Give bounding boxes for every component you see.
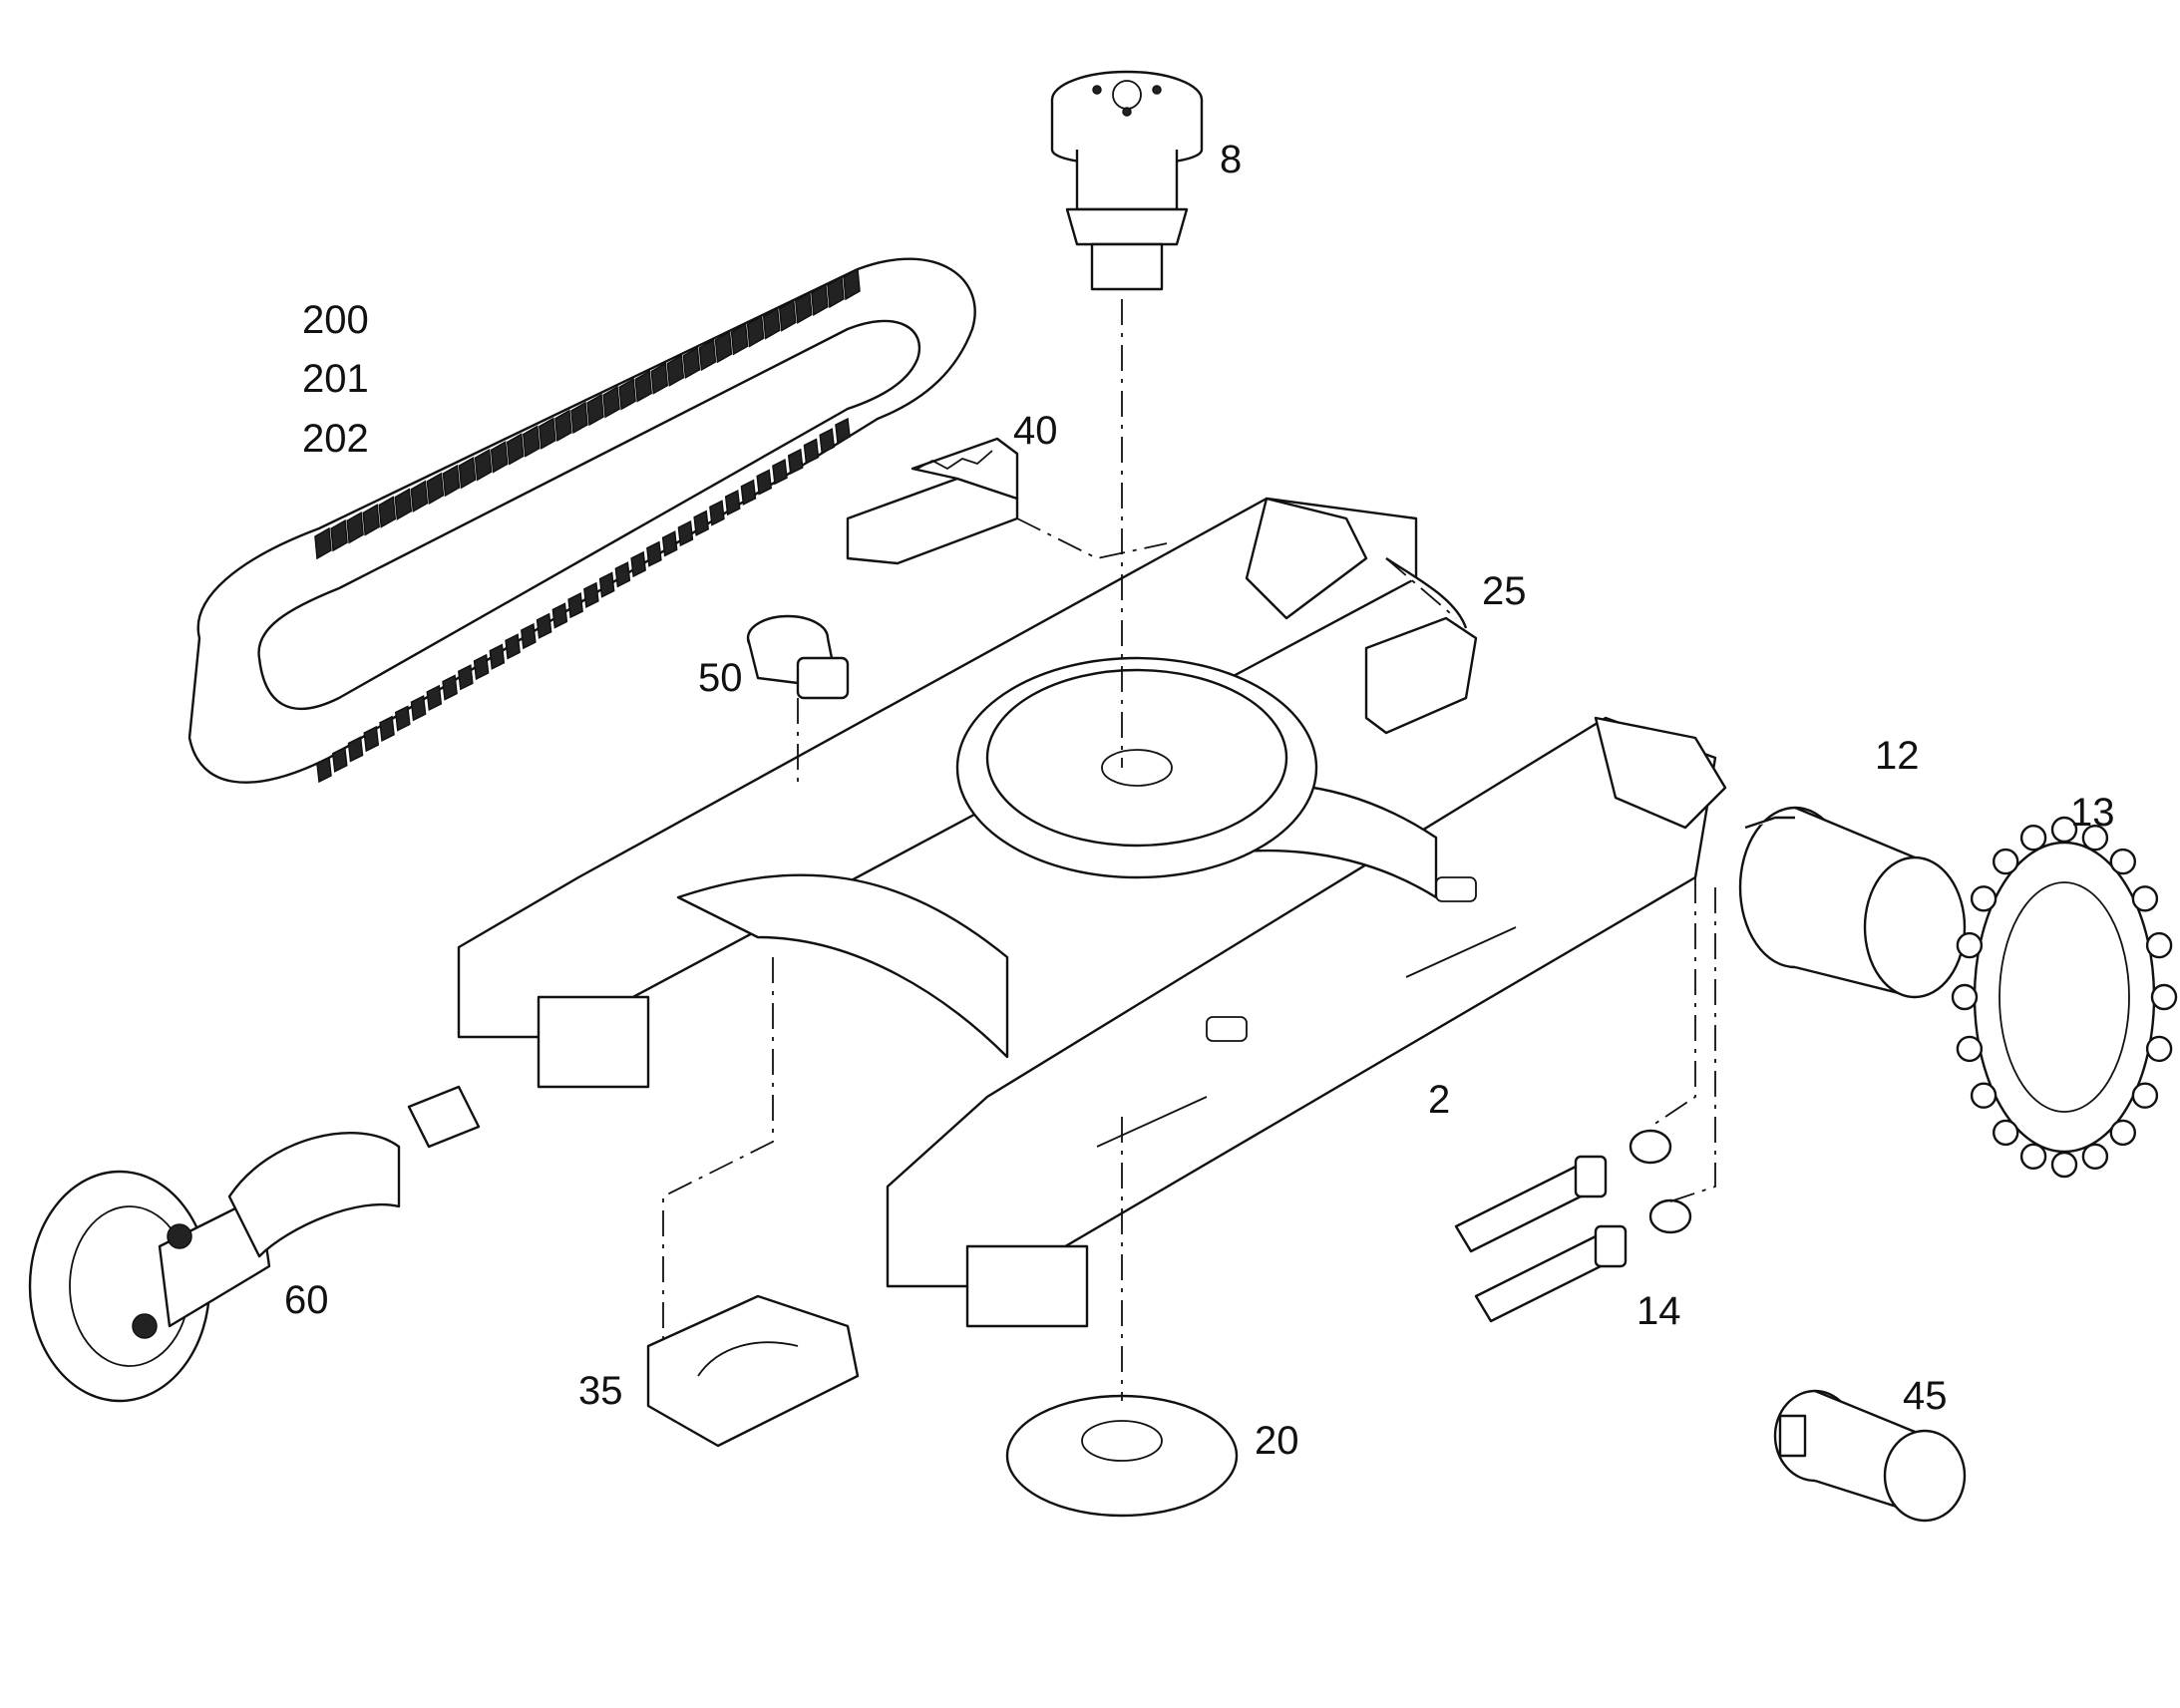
skid-guard	[646, 1294, 860, 1448]
callout-50: 50	[698, 656, 743, 700]
track-shoes	[314, 267, 861, 784]
center-disc	[1005, 1394, 1239, 1518]
callout-201: 201	[302, 357, 369, 401]
track-roller	[1773, 1389, 1967, 1523]
undercarriage-frame	[457, 497, 1727, 1328]
track-chain	[187, 257, 976, 784]
assembly-lines	[662, 299, 1716, 1401]
carrier-roller	[746, 614, 850, 700]
callout-200: 200	[302, 298, 369, 342]
sprocket	[1951, 816, 2178, 1179]
callout-25: 25	[1482, 569, 1527, 613]
callout-8: 8	[1220, 138, 1243, 181]
callout-40: 40	[1013, 409, 1058, 453]
callout-35: 35	[578, 1369, 623, 1413]
callout-60: 60	[284, 1278, 329, 1322]
callout-12: 12	[1875, 734, 1920, 778]
callout-202: 202	[302, 417, 369, 461]
callout-2: 2	[1428, 1078, 1451, 1122]
callout-14: 14	[1636, 1289, 1681, 1333]
hydraulic-hoses	[1454, 1129, 1692, 1323]
idler-tensioner	[28, 1085, 481, 1403]
final-drive	[1738, 806, 1967, 999]
swivel-joint	[1050, 70, 1204, 291]
step-bracket	[846, 437, 1019, 565]
callout-20: 20	[1255, 1419, 1299, 1463]
callout-45: 45	[1903, 1374, 1948, 1418]
callout-13: 13	[2070, 791, 2115, 835]
